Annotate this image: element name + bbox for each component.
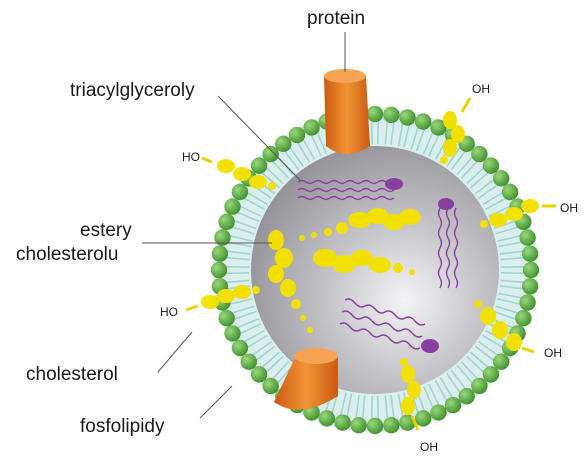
phospholipid-head xyxy=(212,245,228,261)
phospholipid-head xyxy=(493,353,509,369)
phospholipid-head xyxy=(218,214,234,230)
leader-line-phospholipids xyxy=(200,386,232,418)
hydroxyl-label: OH xyxy=(472,82,490,96)
phospholipid-head xyxy=(367,418,383,434)
phospholipid-head xyxy=(262,378,278,394)
phospholipid-head xyxy=(493,170,509,186)
phospholipid-head xyxy=(224,325,240,341)
phospholipid-head xyxy=(367,106,383,122)
phospholipid-head xyxy=(415,410,431,426)
phospholipid-head xyxy=(523,262,539,278)
phospholipid-head xyxy=(471,146,487,162)
hydroxyl-label: HO xyxy=(182,150,200,164)
phospholipid-head xyxy=(522,245,538,261)
label-cholesteryl-esters-line2: cholesterolu xyxy=(16,244,118,266)
phospholipid-head xyxy=(350,417,366,433)
phospholipid-head xyxy=(241,353,257,369)
phospholipid-head xyxy=(232,340,248,356)
hydroxyl-label: HO xyxy=(160,305,178,319)
phospholipid-head xyxy=(445,397,461,413)
phospholipid-head xyxy=(502,184,518,200)
hydroxyl-label: OH xyxy=(544,346,562,360)
phospholipid-head xyxy=(334,414,350,430)
phospholipid-head xyxy=(522,278,538,294)
label-protein: protein xyxy=(307,8,365,30)
phospholipid-tail xyxy=(378,396,379,420)
phospholipid-head xyxy=(289,127,305,143)
phospholipid-head xyxy=(519,229,535,245)
phospholipid-head xyxy=(519,294,535,310)
phospholipid-head xyxy=(262,146,278,162)
phospholipid-tail xyxy=(225,273,249,274)
phospholipid-tail xyxy=(225,267,249,268)
phospholipid-head xyxy=(383,107,399,123)
phospholipid-head xyxy=(458,388,474,404)
phospholipid-head xyxy=(415,113,431,129)
phospholipid-head xyxy=(483,157,499,173)
phospholipid-head xyxy=(399,109,415,125)
apolipoprotein-top xyxy=(324,69,370,154)
phospholipid-head xyxy=(319,410,335,426)
phospholipid-head xyxy=(251,157,267,173)
phospholipid-head xyxy=(218,310,234,326)
phospholipid-head xyxy=(471,378,487,394)
phospholipid-head xyxy=(483,366,499,382)
phospholipid-head xyxy=(383,417,399,433)
phospholipid-head xyxy=(224,198,240,214)
phospholipid-tail xyxy=(501,273,525,274)
label-triacylglycerols: triacylglyceroly xyxy=(70,80,195,102)
phospholipid-head xyxy=(232,184,248,200)
phospholipid-head xyxy=(251,366,267,382)
hydroxyl-label: OH xyxy=(560,201,578,215)
phospholipid-head xyxy=(303,119,319,135)
phospholipid-tail xyxy=(372,120,373,144)
phospholipid-head xyxy=(430,404,446,420)
phospholipid-tail xyxy=(378,120,379,144)
phospholipid-tail xyxy=(501,267,525,268)
phospholipid-head xyxy=(275,136,291,152)
leader-line-cholesterol xyxy=(158,332,192,372)
label-phospholipids: fosfolipidy xyxy=(80,416,165,438)
hydroxyl-label: OH xyxy=(420,440,438,454)
phospholipid-head xyxy=(211,262,227,278)
label-cholesterol: cholesterol xyxy=(26,364,118,386)
phospholipid-tail xyxy=(372,396,373,420)
phospholipid-head xyxy=(515,310,531,326)
label-cholesteryl-esters-line1: estery xyxy=(80,220,132,242)
